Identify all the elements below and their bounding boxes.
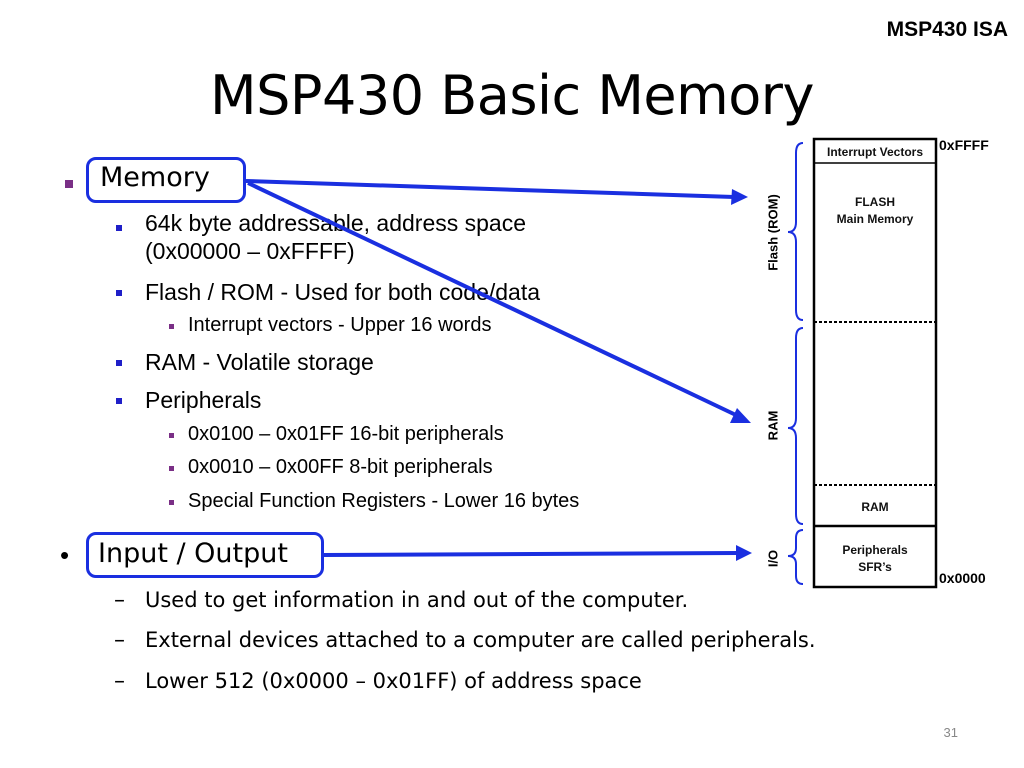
region-peripherals-line1: Peripherals <box>842 543 908 557</box>
list-item: Used to get information in and out of th… <box>145 588 689 612</box>
io-heading: Input / Output <box>98 538 288 569</box>
bullet-icon <box>169 324 174 329</box>
bullet-icon <box>116 290 122 296</box>
memory-highlight-box <box>86 157 246 203</box>
region-ram: RAM <box>861 500 889 514</box>
arrowhead-icon <box>736 545 752 561</box>
region-flash-line2: Main Memory <box>836 212 914 226</box>
page-number: 31 <box>943 725 958 740</box>
ram-side-label: RAM <box>765 410 781 441</box>
flash-brace <box>787 142 804 321</box>
list-item: (0x00000 – 0xFFFF) <box>145 238 355 264</box>
dash-icon: – <box>114 669 125 694</box>
bullet-icon <box>169 466 174 471</box>
dash-icon: – <box>114 588 125 613</box>
memory-bullet-icon <box>65 180 73 188</box>
ram-brace <box>787 327 804 525</box>
top-address-label: 0xFFFF <box>939 137 989 153</box>
slide-title: MSP430 Basic Memory <box>210 64 814 127</box>
io-to-io-arrow <box>323 551 739 557</box>
io-brace <box>787 529 804 585</box>
region-interrupt-vectors: Interrupt Vectors <box>826 145 924 159</box>
memory-heading: Memory <box>100 162 210 193</box>
bullet-icon <box>169 433 174 438</box>
list-item: Lower 512 (0x0000 – 0x01FF) of address s… <box>145 669 642 693</box>
list-item: Special Function Registers - Lower 16 by… <box>188 490 580 512</box>
io-highlight-box <box>86 532 324 578</box>
list-item: Peripherals <box>145 387 262 413</box>
io-bullet-icon: • <box>60 540 70 570</box>
list-item: External devices attached to a computer … <box>145 628 816 652</box>
io-side-label: I/O <box>765 549 781 568</box>
memory-to-ram-arrow <box>247 181 739 418</box>
region-flash-line1: FLASH <box>855 195 895 209</box>
flash-side-label: Flash (ROM) <box>765 194 781 271</box>
list-item: 0x0010 – 0x00FF 8-bit peripherals <box>188 456 493 478</box>
memory-to-flash-arrow <box>245 179 735 199</box>
list-item: Interrupt vectors - Upper 16 words <box>188 314 492 336</box>
bullet-icon <box>116 360 122 366</box>
list-item: RAM - Volatile storage <box>145 349 374 375</box>
memory-map-outline <box>812 137 938 589</box>
arrowhead-icon <box>730 408 751 423</box>
bottom-address-label: 0x0000 <box>939 570 986 586</box>
list-item: 0x0100 – 0x01FF 16-bit peripherals <box>188 423 504 445</box>
arrowhead-icon <box>731 189 748 205</box>
bullet-icon <box>116 398 122 404</box>
corner-label: MSP430 ISA <box>886 18 1008 41</box>
region-peripherals-line2: SFR’s <box>858 560 892 574</box>
arrows <box>245 179 752 561</box>
dash-icon: – <box>114 628 125 653</box>
braces <box>787 142 804 585</box>
bullet-icon <box>116 225 122 231</box>
bullet-icon <box>169 500 174 505</box>
